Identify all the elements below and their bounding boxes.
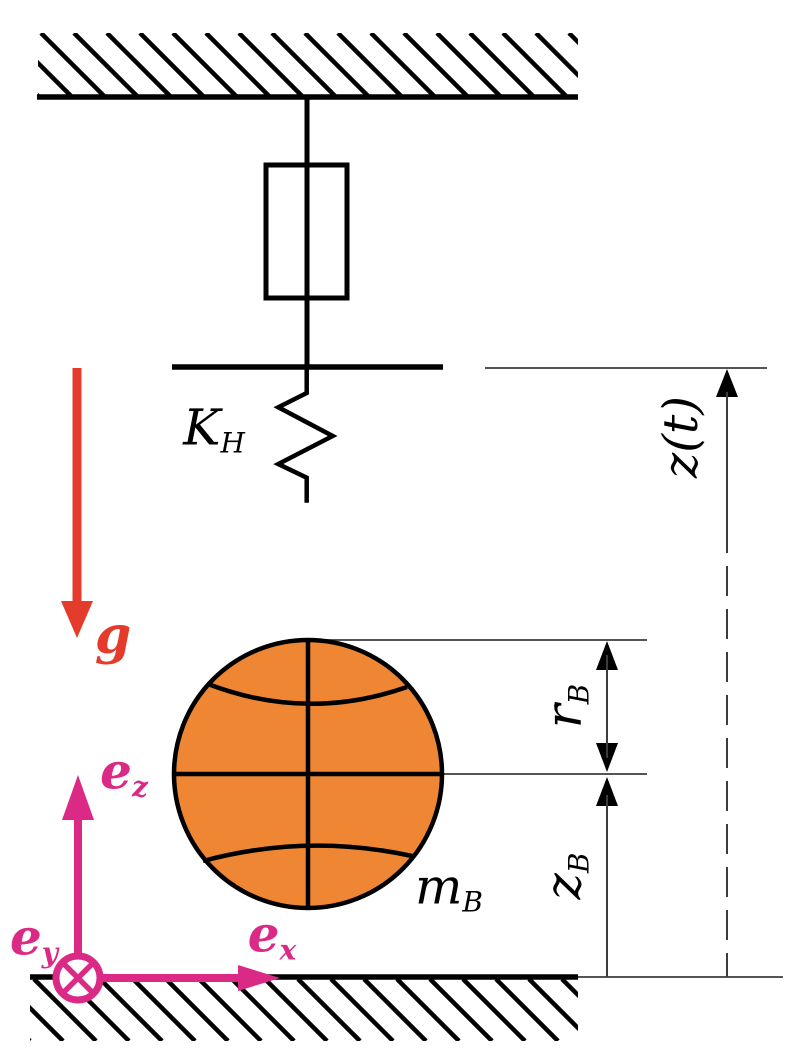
dimension-ball-radius (596, 641, 618, 772)
ball-radius-symbol: r (534, 704, 593, 729)
gravity-arrow (61, 368, 93, 638)
hatch-stroke (38, 92, 40, 96)
hatch-stroke (38, 59, 73, 96)
spring-stiffness-symbol: K (183, 398, 221, 457)
axis-ey-symbol: e (9, 907, 42, 967)
hatch-stroke (30, 1037, 32, 1041)
hatch-stroke (105, 33, 172, 96)
center-height-symbol: z (534, 873, 593, 900)
axis-ex-subscript: x (279, 933, 297, 967)
axis-ex-symbol: e (247, 904, 280, 964)
hatch-stroke (32, 979, 98, 1041)
hatch-stroke (72, 33, 139, 96)
mass-subscript: B (462, 885, 483, 919)
z-t-up-arrowhead (716, 369, 738, 397)
hatch-stroke (369, 33, 436, 96)
axis-ez-symbol: e (100, 741, 132, 801)
hatch-stroke (428, 979, 494, 1041)
hatch-stroke (534, 33, 578, 79)
hatch-stroke (527, 979, 578, 1032)
label-height-function: z(t) (653, 396, 709, 478)
ball-seam-top-arc (207, 681, 408, 707)
hatch-stroke (362, 979, 428, 1041)
hatch-stroke (402, 33, 469, 96)
hatch-stroke (131, 979, 197, 1041)
hatch-stroke (30, 1004, 65, 1041)
damper-box (263, 162, 350, 301)
hatch-stroke (39, 33, 106, 96)
axis-ex-arrowhead (238, 965, 280, 991)
axis-ez-arrowhead (62, 775, 94, 820)
label-axis-ey: ey (10, 912, 59, 970)
hatch-stroke (204, 33, 271, 96)
hatch-stroke (560, 979, 578, 999)
hatch-stroke (303, 33, 370, 96)
hatch-stroke (395, 979, 461, 1041)
hatch-stroke (567, 33, 578, 46)
contact-spring (273, 369, 338, 503)
hatch-stroke (336, 33, 403, 96)
label-gravity: g (95, 610, 131, 662)
center-height-subscript: B (562, 852, 596, 874)
label-center-height: zB (535, 852, 596, 900)
floor-hatch (30, 979, 578, 1041)
label-mass: mB (415, 862, 483, 917)
hatch-stroke (270, 33, 337, 96)
hatch-stroke (494, 979, 560, 1041)
spring-stiffness-subscript: H (220, 426, 245, 460)
hatch-stroke (263, 979, 329, 1041)
hatch-stroke (329, 979, 395, 1041)
coordinate-frame (52, 775, 280, 1004)
dimension-z-of-t (716, 369, 738, 977)
axis-ez-subscript: z (131, 770, 148, 804)
hatch-stroke (171, 33, 238, 96)
hatch-stroke (164, 979, 230, 1041)
height-function-symbol: z(t) (653, 395, 709, 479)
hatch-stroke (296, 979, 362, 1041)
hatch-stroke (98, 979, 164, 1041)
hatch-stroke (197, 979, 263, 1041)
dimension-center-height (596, 777, 618, 977)
hatch-stroke (138, 33, 205, 96)
hatch-stroke (468, 33, 535, 96)
gravity-symbol: g (94, 605, 132, 666)
hatch-stroke (237, 33, 304, 96)
ball-seam-bottom-arc (202, 843, 413, 864)
gravity-arrowhead (61, 601, 93, 638)
z-b-up-arrowhead (596, 777, 618, 806)
label-axis-ex: ex (248, 909, 297, 967)
ball-radius-subscript: B (562, 683, 596, 705)
mass-symbol: m (415, 857, 463, 916)
axis-ey-cross-2 (60, 960, 96, 996)
axis-ey-subscript: y (41, 936, 59, 970)
basketball (171, 637, 445, 911)
label-ball-radius: rB (535, 683, 596, 728)
label-axis-ez: ez (100, 746, 148, 804)
hatch-stroke (501, 33, 568, 96)
hatch-stroke (461, 979, 527, 1041)
ceiling-hatch (38, 33, 578, 96)
label-spring-stiffness: KH (183, 403, 245, 458)
hatch-stroke (435, 33, 502, 96)
